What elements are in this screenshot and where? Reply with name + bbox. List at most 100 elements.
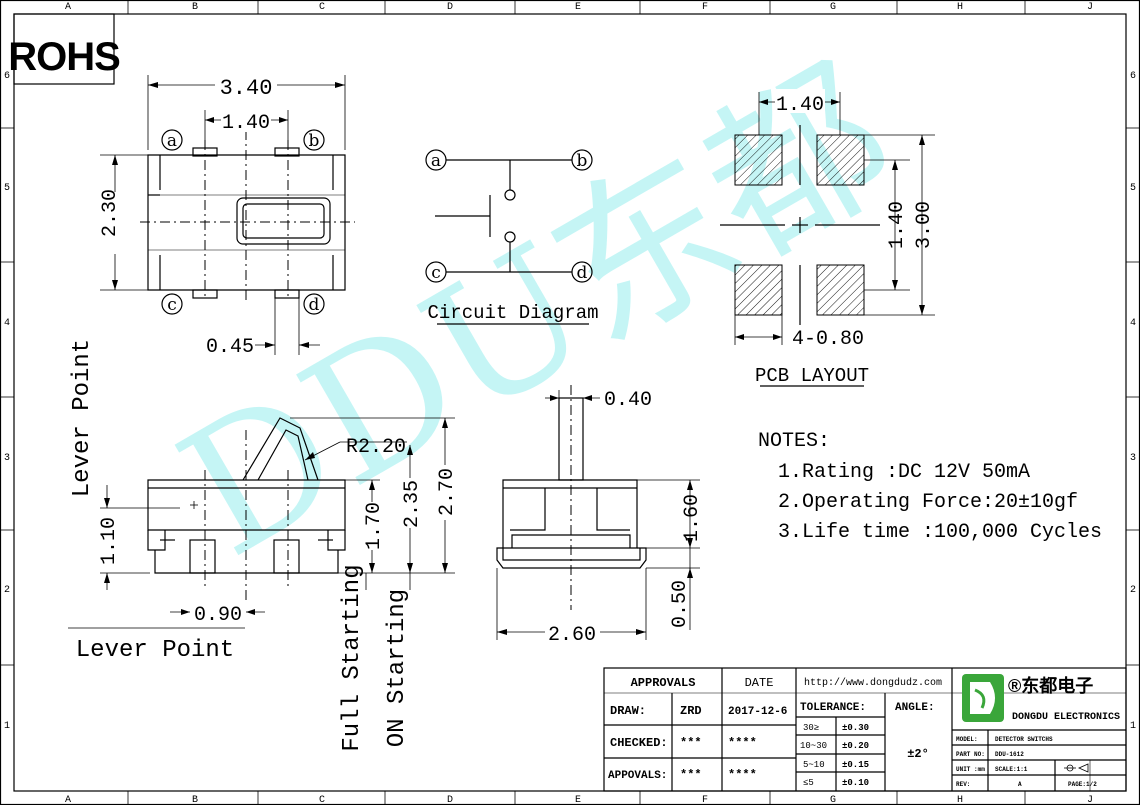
frame-col-label-B: B	[192, 795, 198, 805]
svg-text:a: a	[431, 151, 441, 171]
rev-label: REV:	[956, 781, 970, 788]
checked-date: ****	[728, 736, 757, 750]
dim-h2: 1.70	[363, 502, 386, 550]
frame-row-label-3: 3	[1130, 453, 1136, 464]
company-logo	[962, 674, 1004, 722]
svg-text:b: b	[309, 131, 320, 151]
svg-text:c: c	[167, 295, 177, 315]
top-view: 3.40 1.40 2.30 0.45 a b c d	[99, 70, 355, 359]
dim-width: 3.40	[220, 76, 273, 101]
frame-col-label-F: F	[702, 2, 708, 13]
note-1: 1.Rating :DC 12V 50mA	[778, 461, 1030, 484]
frame-col-label-H: H	[957, 795, 963, 805]
rev-value: A	[1018, 781, 1022, 788]
tol-value-4: ±0.10	[842, 778, 869, 788]
pin-label-c: c	[161, 293, 183, 315]
title-block: APPROVALS DATE http://www.dongdudz.com D…	[603, 667, 1127, 792]
unit-label: UNIT :mm	[956, 766, 985, 773]
angle-value: ±2°	[907, 747, 929, 761]
approvals-header: APPROVALS	[631, 676, 696, 690]
frame-col-label-G: G	[830, 2, 836, 13]
pin-label-a: a	[161, 129, 183, 151]
pcb-pad: 4-0.80	[792, 328, 864, 351]
note-2: 2.Operating Force:20±10gf	[778, 491, 1078, 514]
frame-row-label-4: 4	[1130, 318, 1136, 329]
frame-col-label-C: C	[319, 2, 325, 13]
frame-col-label-G: G	[830, 795, 836, 805]
frame-row-label-2: 2	[1130, 585, 1136, 596]
tol-value-2: ±0.20	[842, 741, 869, 751]
frame-row-label-2: 2	[4, 585, 10, 596]
dim-pitch: 1.40	[222, 112, 270, 135]
lever-point-vertical: Lever Point	[69, 339, 96, 497]
circuit-title: Circuit Diagram	[427, 302, 598, 324]
pcb-pitch-h: 1.40	[776, 94, 824, 117]
scale-label: SCALE:1:1	[995, 766, 1028, 773]
rohs-label: ROHS	[8, 35, 120, 79]
frame-col-label-A: A	[65, 2, 71, 13]
model-value: DETECTOR SWITCHS	[995, 736, 1053, 743]
dim-h4: 2.70	[436, 468, 459, 516]
dim-radius: R2.20	[346, 436, 406, 459]
company-name-cn: ®东都电子	[1008, 675, 1093, 696]
dim-w: 0.90	[194, 604, 242, 627]
draw-label: DRAW:	[610, 704, 646, 718]
frame-row-label-6: 6	[4, 71, 10, 82]
circuit-pin-b: b	[571, 149, 593, 171]
on-starting-label: ON Starting	[384, 589, 411, 747]
tol-range-4: ≤5	[803, 778, 814, 788]
frame-col-label-B: B	[192, 2, 198, 13]
dim-pin-width: 0.45	[206, 336, 254, 359]
pcb-pitch-v: 1.40	[886, 201, 909, 249]
pcb-title: PCB LAYOUT	[755, 365, 869, 387]
lever-point-horizontal: Lever Point	[76, 637, 234, 664]
note-3: 3.Life time :100,000 Cycles	[778, 521, 1102, 544]
dim-front-height: 1.60	[681, 494, 704, 542]
pcb-height: 3.00	[913, 201, 936, 249]
frame-col-label-D: D	[447, 2, 453, 13]
company-url: http://www.dongdudz.com	[804, 677, 942, 689]
svg-text:c: c	[431, 263, 441, 283]
frame-row-label-6: 6	[1130, 71, 1136, 82]
circuit-pin-c: c	[425, 261, 447, 283]
rohs-box: ROHS	[8, 13, 121, 85]
frame-row-label-5: 5	[1130, 183, 1136, 194]
svg-text:b: b	[577, 151, 588, 171]
pin-label-d: d	[303, 293, 325, 315]
notes-title: NOTES:	[758, 430, 830, 453]
tol-range-3: 5~10	[803, 760, 825, 770]
frame-row-label-4: 4	[4, 318, 10, 329]
frame-col-label-D: D	[447, 795, 453, 805]
checked-by: ***	[680, 736, 702, 750]
side-view: R2.20 1.10 Lever Point 1.70 2.35 2.70	[68, 339, 459, 752]
frame-row-label-1: 1	[1130, 721, 1136, 732]
svg-text:d: d	[309, 295, 320, 315]
draw-date: 2017-12-6	[728, 706, 787, 718]
tol-range-1: 30≥	[803, 723, 819, 733]
checked-label: CHECKED:	[610, 736, 668, 750]
frame-row-label-3: 3	[4, 453, 10, 464]
dim-front-width: 2.60	[548, 624, 596, 647]
appovals-by: ***	[680, 768, 702, 782]
company-name-en: DONGDU ELECTRONICS	[1012, 712, 1120, 723]
appovals-date: ****	[728, 768, 757, 782]
angle-header: ANGLE:	[895, 702, 935, 714]
notes: NOTES: 1.Rating :DC 12V 50mA 2.Operating…	[758, 430, 1102, 544]
frame-col-label-J: J	[1087, 795, 1093, 805]
dim-stem: 0.40	[604, 389, 652, 412]
svg-text:a: a	[167, 131, 177, 151]
svg-text:d: d	[577, 263, 588, 283]
frame-row-label-5: 5	[4, 183, 10, 194]
frame-col-label-H: H	[957, 2, 963, 13]
frame-col-label-E: E	[575, 2, 581, 13]
circuit-pin-d: d	[571, 261, 593, 283]
tol-range-2: 10~30	[800, 741, 827, 751]
part-label: PART NO:	[956, 751, 985, 758]
appovals-label: APPOVALS:	[608, 770, 667, 782]
dim-leg: 0.50	[669, 580, 692, 628]
frame-col-label-J: J	[1087, 2, 1093, 13]
frame-col-label-F: F	[702, 795, 708, 805]
